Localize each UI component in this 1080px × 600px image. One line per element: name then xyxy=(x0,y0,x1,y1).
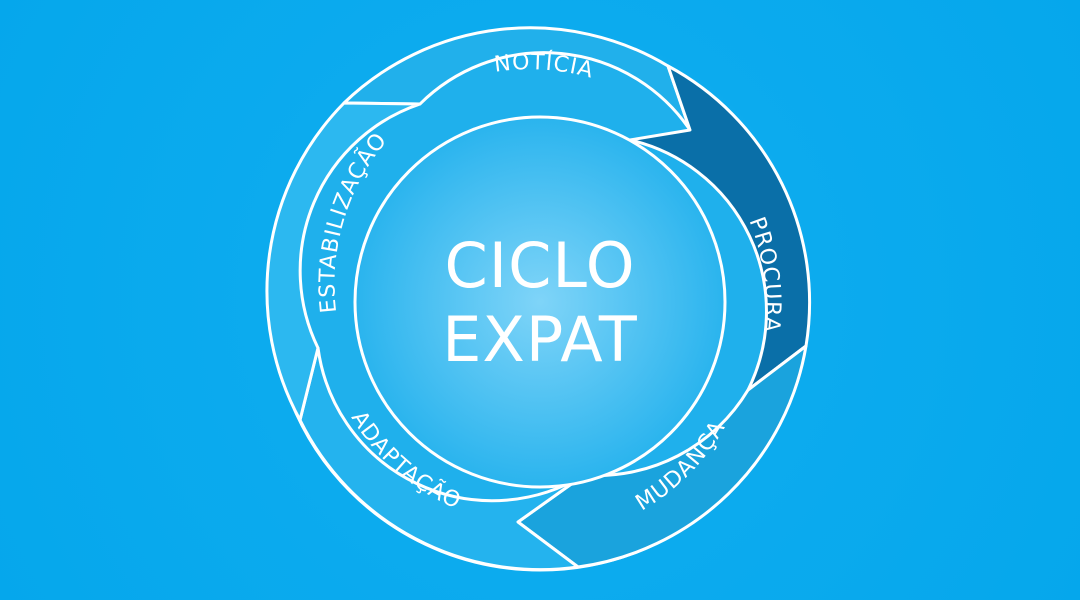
center-title-line2: EXPAT xyxy=(442,303,638,376)
segment-mudanca xyxy=(516,344,808,569)
segment-adaptacao xyxy=(298,346,586,572)
segment-estabilizacao xyxy=(265,101,422,422)
segment-noticia xyxy=(342,26,692,132)
segment-procura xyxy=(628,64,812,392)
cycle-segments xyxy=(265,26,812,572)
center-title-line1: CICLO xyxy=(445,229,636,302)
center-circle xyxy=(353,115,727,489)
